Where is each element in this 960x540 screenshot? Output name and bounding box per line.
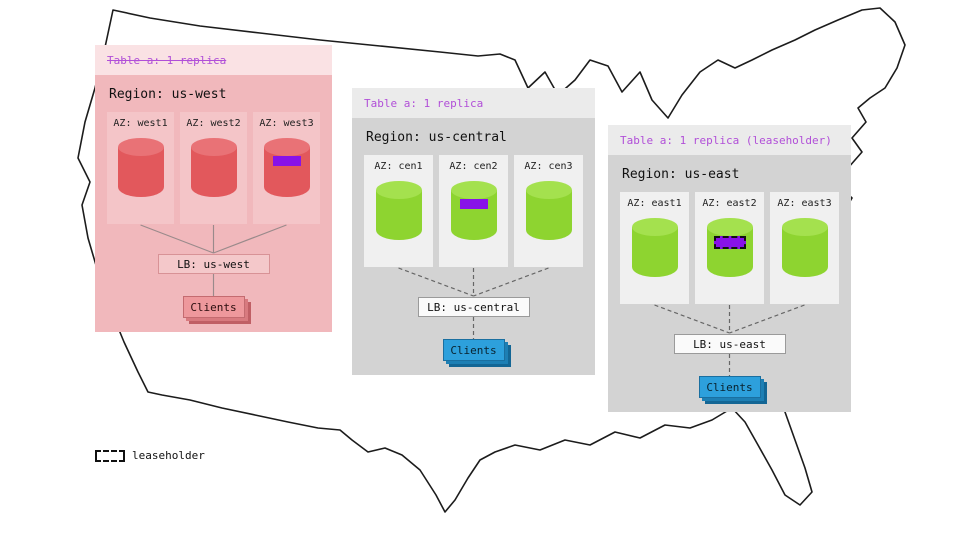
az-label: AZ: west3 — [259, 118, 314, 129]
database-cylinder-icon — [263, 138, 310, 197]
region-body-us-west: Region: us-west AZ: west1 AZ: west2 AZ: … — [95, 75, 332, 332]
lb-to-clients-connector — [472, 317, 475, 339]
az-box-west1: AZ: west1 — [107, 112, 174, 224]
database-cylinder-icon — [375, 181, 422, 240]
legend-label: leaseholder — [132, 449, 205, 462]
clients-box-us-west: Clients — [182, 296, 245, 318]
az-box-west3: AZ: west3 — [253, 112, 320, 224]
table-replica-label-us-central: Table a: 1 replica — [352, 88, 595, 118]
database-cylinder-icon — [190, 138, 237, 197]
leaseholder-replica-badge — [713, 236, 746, 249]
az-box-cen3: AZ: cen3 — [514, 155, 583, 267]
region-panel-us-east: Table a: 1 replica (leaseholder) Region:… — [608, 125, 851, 412]
az-label: AZ: cen1 — [374, 161, 423, 172]
az-to-lb-connectors — [398, 267, 549, 297]
lb-to-clients-connector — [728, 354, 731, 376]
az-label: AZ: west2 — [186, 118, 241, 129]
az-label: AZ: cen2 — [449, 161, 498, 172]
az-label: AZ: east1 — [627, 198, 682, 209]
az-to-lb-connectors — [654, 304, 805, 334]
table-replica-label-us-west: Table a: 1 replica — [95, 45, 332, 75]
clients-box-us-east: Clients — [698, 376, 761, 398]
az-label: AZ: west1 — [113, 118, 168, 129]
az-box-east3: AZ: east3 — [770, 192, 839, 304]
database-cylinder-icon — [706, 218, 753, 277]
region-body-us-central: Region: us-central AZ: cen1 AZ: cen2 AZ:… — [352, 118, 595, 375]
az-to-lb-connectors — [140, 224, 287, 254]
legend: leaseholder — [95, 449, 205, 462]
az-row-us-central: AZ: cen1 AZ: cen2 AZ: cen3 — [364, 155, 583, 267]
lb-to-clients-connector — [212, 274, 215, 296]
database-cylinder-icon — [525, 181, 572, 240]
table-replica-label-us-east: Table a: 1 replica (leaseholder) — [608, 125, 851, 155]
az-box-cen1: AZ: cen1 — [364, 155, 433, 267]
database-cylinder-icon — [117, 138, 164, 197]
region-title-us-east: Region: us-east — [622, 167, 740, 182]
region-panel-us-west: Table a: 1 replica Region: us-west AZ: w… — [95, 45, 332, 332]
region-body-us-east: Region: us-east AZ: east1 AZ: east2 AZ: … — [608, 155, 851, 412]
database-cylinder-icon — [450, 181, 497, 240]
az-label: AZ: east2 — [702, 198, 757, 209]
az-label: AZ: east3 — [777, 198, 832, 209]
region-title-us-west: Region: us-west — [109, 87, 227, 102]
region-panel-us-central: Table a: 1 replica Region: us-central AZ… — [352, 88, 595, 375]
az-box-east2: AZ: east2 — [695, 192, 764, 304]
region-title-us-central: Region: us-central — [366, 130, 507, 145]
az-box-west2: AZ: west2 — [180, 112, 247, 224]
az-box-cen2: AZ: cen2 — [439, 155, 508, 267]
replica-badge — [459, 199, 488, 209]
az-label: AZ: cen3 — [524, 161, 573, 172]
az-row-us-west: AZ: west1 AZ: west2 AZ: west3 — [107, 112, 320, 224]
leaseholder-swatch-icon — [95, 449, 125, 462]
az-row-us-east: AZ: east1 AZ: east2 AZ: east3 — [620, 192, 839, 304]
load-balancer-box-us-east: LB: us-east — [673, 334, 786, 354]
load-balancer-box-us-central: LB: us-central — [417, 297, 530, 317]
database-cylinder-icon — [631, 218, 678, 277]
load-balancer-box-us-west: LB: us-west — [157, 254, 270, 274]
database-cylinder-icon — [781, 218, 828, 277]
az-box-east1: AZ: east1 — [620, 192, 689, 304]
replica-badge — [272, 156, 301, 166]
clients-box-us-central: Clients — [442, 339, 505, 361]
